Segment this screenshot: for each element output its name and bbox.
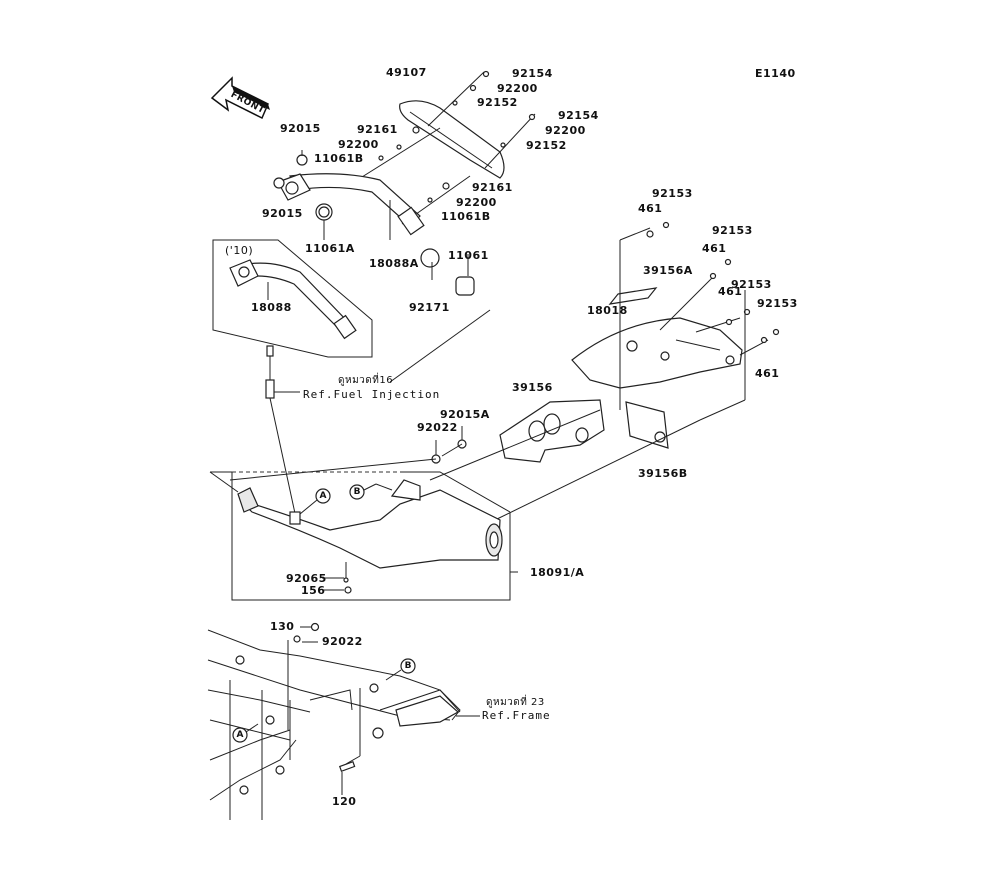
part-39156: 39156 bbox=[512, 381, 553, 394]
callout-a-frame: A bbox=[236, 730, 244, 740]
part-92152: 92152 bbox=[477, 96, 518, 109]
part-461: 461 bbox=[718, 285, 743, 298]
part-92161: 92161 bbox=[472, 181, 513, 194]
part-130: 130 bbox=[270, 620, 295, 633]
part-18088A: 18088A bbox=[369, 257, 419, 270]
part-92065: 92065 bbox=[286, 572, 327, 585]
part-11061B: 11061B bbox=[441, 210, 491, 223]
gasket-39156 bbox=[499, 399, 605, 463]
part-92200: 92200 bbox=[338, 138, 379, 151]
part-11061A: 11061A bbox=[305, 242, 355, 255]
muffler-18091 bbox=[237, 479, 503, 569]
front-arrow-icon bbox=[210, 76, 270, 120]
part-461: 461 bbox=[755, 367, 780, 380]
variant-label: ('10) bbox=[225, 244, 254, 257]
part-11061: 11061 bbox=[448, 249, 489, 262]
part-92154: 92154 bbox=[512, 67, 553, 80]
callout-a: A bbox=[319, 491, 327, 501]
heat-shield-18018 bbox=[571, 317, 743, 389]
part-11061B: 11061B bbox=[314, 152, 364, 165]
diagram-code: E1140 bbox=[755, 67, 796, 80]
part-92153: 92153 bbox=[757, 297, 798, 310]
part-120: 120 bbox=[332, 795, 357, 808]
callout-b: B bbox=[353, 487, 361, 497]
header-pipe-18088A bbox=[277, 173, 425, 236]
part-18088: 18088 bbox=[251, 301, 292, 314]
part-461: 461 bbox=[702, 242, 727, 255]
part-39156B: 39156B bbox=[638, 467, 688, 480]
part-92200: 92200 bbox=[456, 196, 497, 209]
callout-b-frame: B bbox=[404, 661, 412, 671]
ref-frame-thai: ดูหมวดที่ 23 bbox=[486, 697, 545, 708]
part-461: 461 bbox=[638, 202, 663, 215]
ref-frame: Ref.Frame bbox=[482, 709, 551, 722]
part-92153: 92153 bbox=[712, 224, 753, 237]
part-92200: 92200 bbox=[545, 124, 586, 137]
part-18091A: 18091/A bbox=[530, 566, 585, 579]
part-92022: 92022 bbox=[417, 421, 458, 434]
part-39156A: 39156A bbox=[643, 264, 693, 277]
header-pipe-18088 bbox=[229, 259, 357, 340]
ref-fuel-injection: Ref.Fuel Injection bbox=[303, 388, 441, 401]
o2-sensor bbox=[265, 345, 300, 519]
part-92161: 92161 bbox=[357, 123, 398, 136]
part-92153: 92153 bbox=[731, 278, 772, 291]
frame bbox=[207, 629, 461, 820]
ref-fuel-thai: ดูหมวดที่16 bbox=[338, 375, 394, 386]
part-18018: 18018 bbox=[587, 304, 628, 317]
part-92154: 92154 bbox=[558, 109, 599, 122]
part-92171: 92171 bbox=[409, 301, 450, 314]
part-156: 156 bbox=[301, 584, 326, 597]
part-92200: 92200 bbox=[497, 82, 538, 95]
heat-shield-49107 bbox=[399, 100, 505, 179]
part-92015: 92015 bbox=[280, 122, 321, 135]
part-92152: 92152 bbox=[526, 139, 567, 152]
part-92153: 92153 bbox=[652, 187, 693, 200]
part-92015A: 92015A bbox=[440, 408, 490, 421]
part-49107: 49107 bbox=[386, 66, 427, 79]
part-92015: 92015 bbox=[262, 207, 303, 220]
part-92022: 92022 bbox=[322, 635, 363, 648]
